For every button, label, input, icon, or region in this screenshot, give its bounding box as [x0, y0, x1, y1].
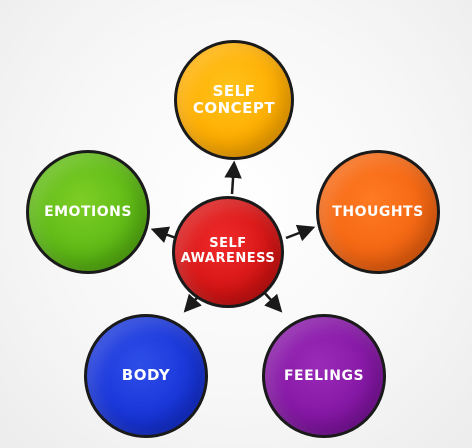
arrow-to-emotions	[150, 226, 177, 244]
node-body: BODY	[84, 314, 208, 438]
arrow-to-self-concept	[224, 160, 242, 195]
node-self-awareness-label: SELF AWARENESS	[180, 236, 276, 266]
node-self-concept: SELF CONCEPT	[174, 40, 294, 160]
node-self-awareness: SELF AWARENESS	[172, 196, 284, 308]
node-body-label: BODY	[121, 366, 171, 385]
node-emotions: EMOTIONS	[26, 150, 150, 274]
node-thoughts-label: THOUGHTS	[332, 203, 424, 220]
arrow-to-thoughts	[285, 224, 316, 242]
node-feelings-label: FEELINGS	[283, 367, 365, 384]
node-self-concept-label: SELF CONCEPT	[192, 81, 276, 117]
node-emotions-label: EMOTIONS	[44, 203, 132, 220]
node-thoughts: THOUGHTS	[316, 150, 440, 274]
node-feelings: FEELINGS	[262, 314, 386, 438]
